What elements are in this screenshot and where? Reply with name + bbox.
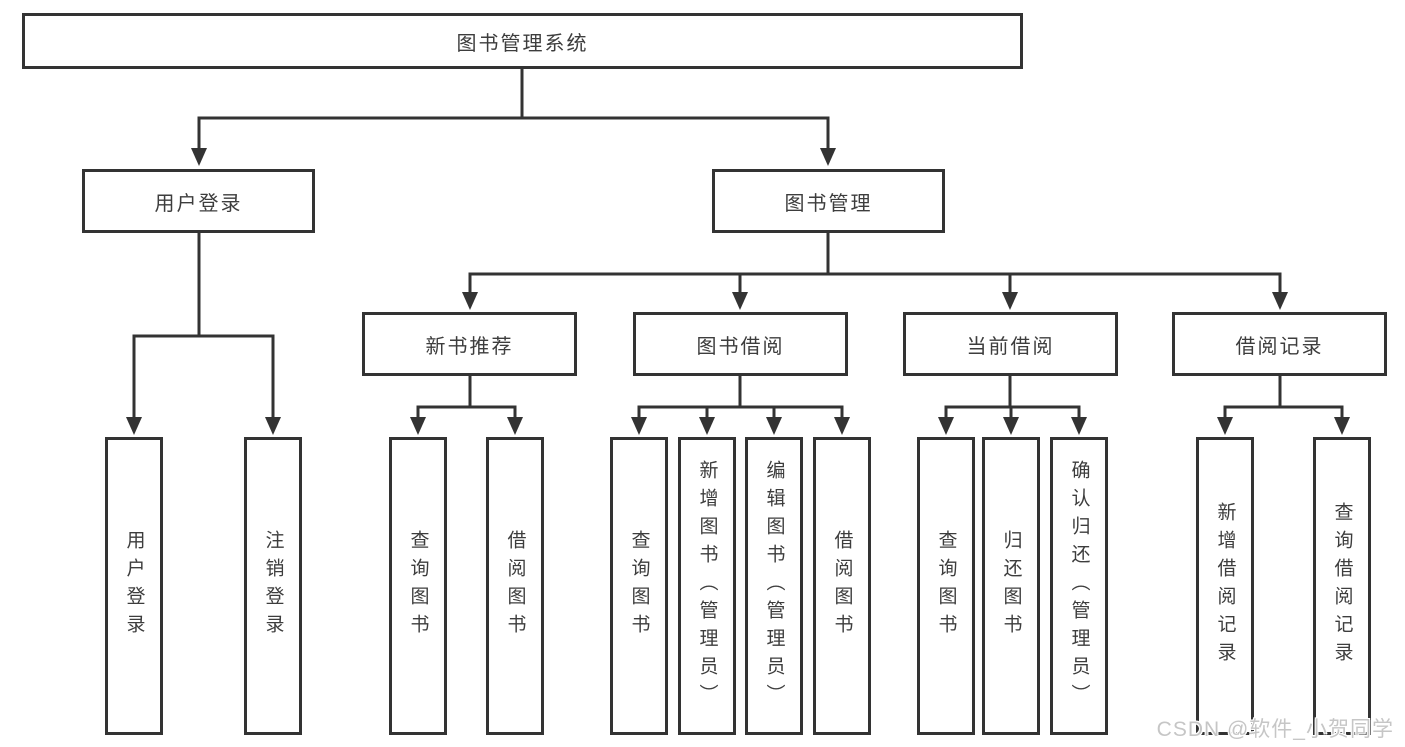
node-new-book-recommend: 新书推荐 [362, 312, 577, 376]
leaf-add-books-admin: 新增图书（管理员） [678, 437, 736, 735]
leaf-query-borrow-record-label: 查询借阅记录 [1331, 502, 1353, 670]
node-book-borrow-label: 图书借阅 [696, 335, 785, 358]
root-node-label: 图书管理系统 [456, 32, 589, 55]
leaf-query-books-borrow-label: 查询图书 [628, 530, 650, 642]
leaf-borrow-books: 借阅图书 [813, 437, 871, 735]
node-book-management-label: 图书管理 [784, 192, 873, 215]
node-new-book-recommend-label: 新书推荐 [425, 335, 514, 358]
leaf-edit-books-admin-label: 编辑图书（管理员） [763, 460, 785, 712]
leaf-add-borrow-record: 新增借阅记录 [1196, 437, 1254, 735]
node-user-login-label: 用户登录 [154, 192, 243, 215]
leaf-edit-books-admin: 编辑图书（管理员） [745, 437, 803, 735]
leaf-user-login: 用户登录 [105, 437, 163, 735]
node-current-borrow-label: 当前借阅 [966, 335, 1055, 358]
leaf-return-books: 归还图书 [982, 437, 1040, 735]
leaf-query-books-borrow: 查询图书 [610, 437, 668, 735]
leaf-return-books-label: 归还图书 [1000, 530, 1022, 642]
leaf-query-books-current: 查询图书 [917, 437, 975, 735]
watermark: CSDN @软件_小贺同学 [1156, 718, 1394, 741]
leaf-query-books-current-label: 查询图书 [935, 530, 957, 642]
leaf-confirm-return-admin: 确认归还（管理员） [1050, 437, 1108, 735]
leaf-query-books-recommend: 查询图书 [389, 437, 447, 735]
node-current-borrow: 当前借阅 [903, 312, 1118, 376]
leaf-add-books-admin-label: 新增图书（管理员） [696, 460, 718, 712]
node-user-login: 用户登录 [82, 169, 315, 233]
leaf-confirm-return-admin-label: 确认归还（管理员） [1068, 460, 1090, 712]
leaf-query-borrow-record: 查询借阅记录 [1313, 437, 1371, 735]
leaf-borrow-books-recommend-label: 借阅图书 [504, 530, 526, 642]
root-node: 图书管理系统 [22, 13, 1023, 69]
leaf-user-login-label: 用户登录 [123, 530, 145, 642]
leaf-query-books-recommend-label: 查询图书 [407, 530, 429, 642]
leaf-logout-label: 注销登录 [262, 530, 284, 642]
leaf-add-borrow-record-label: 新增借阅记录 [1214, 502, 1236, 670]
leaf-borrow-books-label: 借阅图书 [831, 530, 853, 642]
node-borrow-records-label: 借阅记录 [1235, 335, 1324, 358]
leaf-borrow-books-recommend: 借阅图书 [486, 437, 544, 735]
node-book-borrow: 图书借阅 [633, 312, 848, 376]
node-borrow-records: 借阅记录 [1172, 312, 1387, 376]
leaf-logout: 注销登录 [244, 437, 302, 735]
node-book-management: 图书管理 [712, 169, 945, 233]
